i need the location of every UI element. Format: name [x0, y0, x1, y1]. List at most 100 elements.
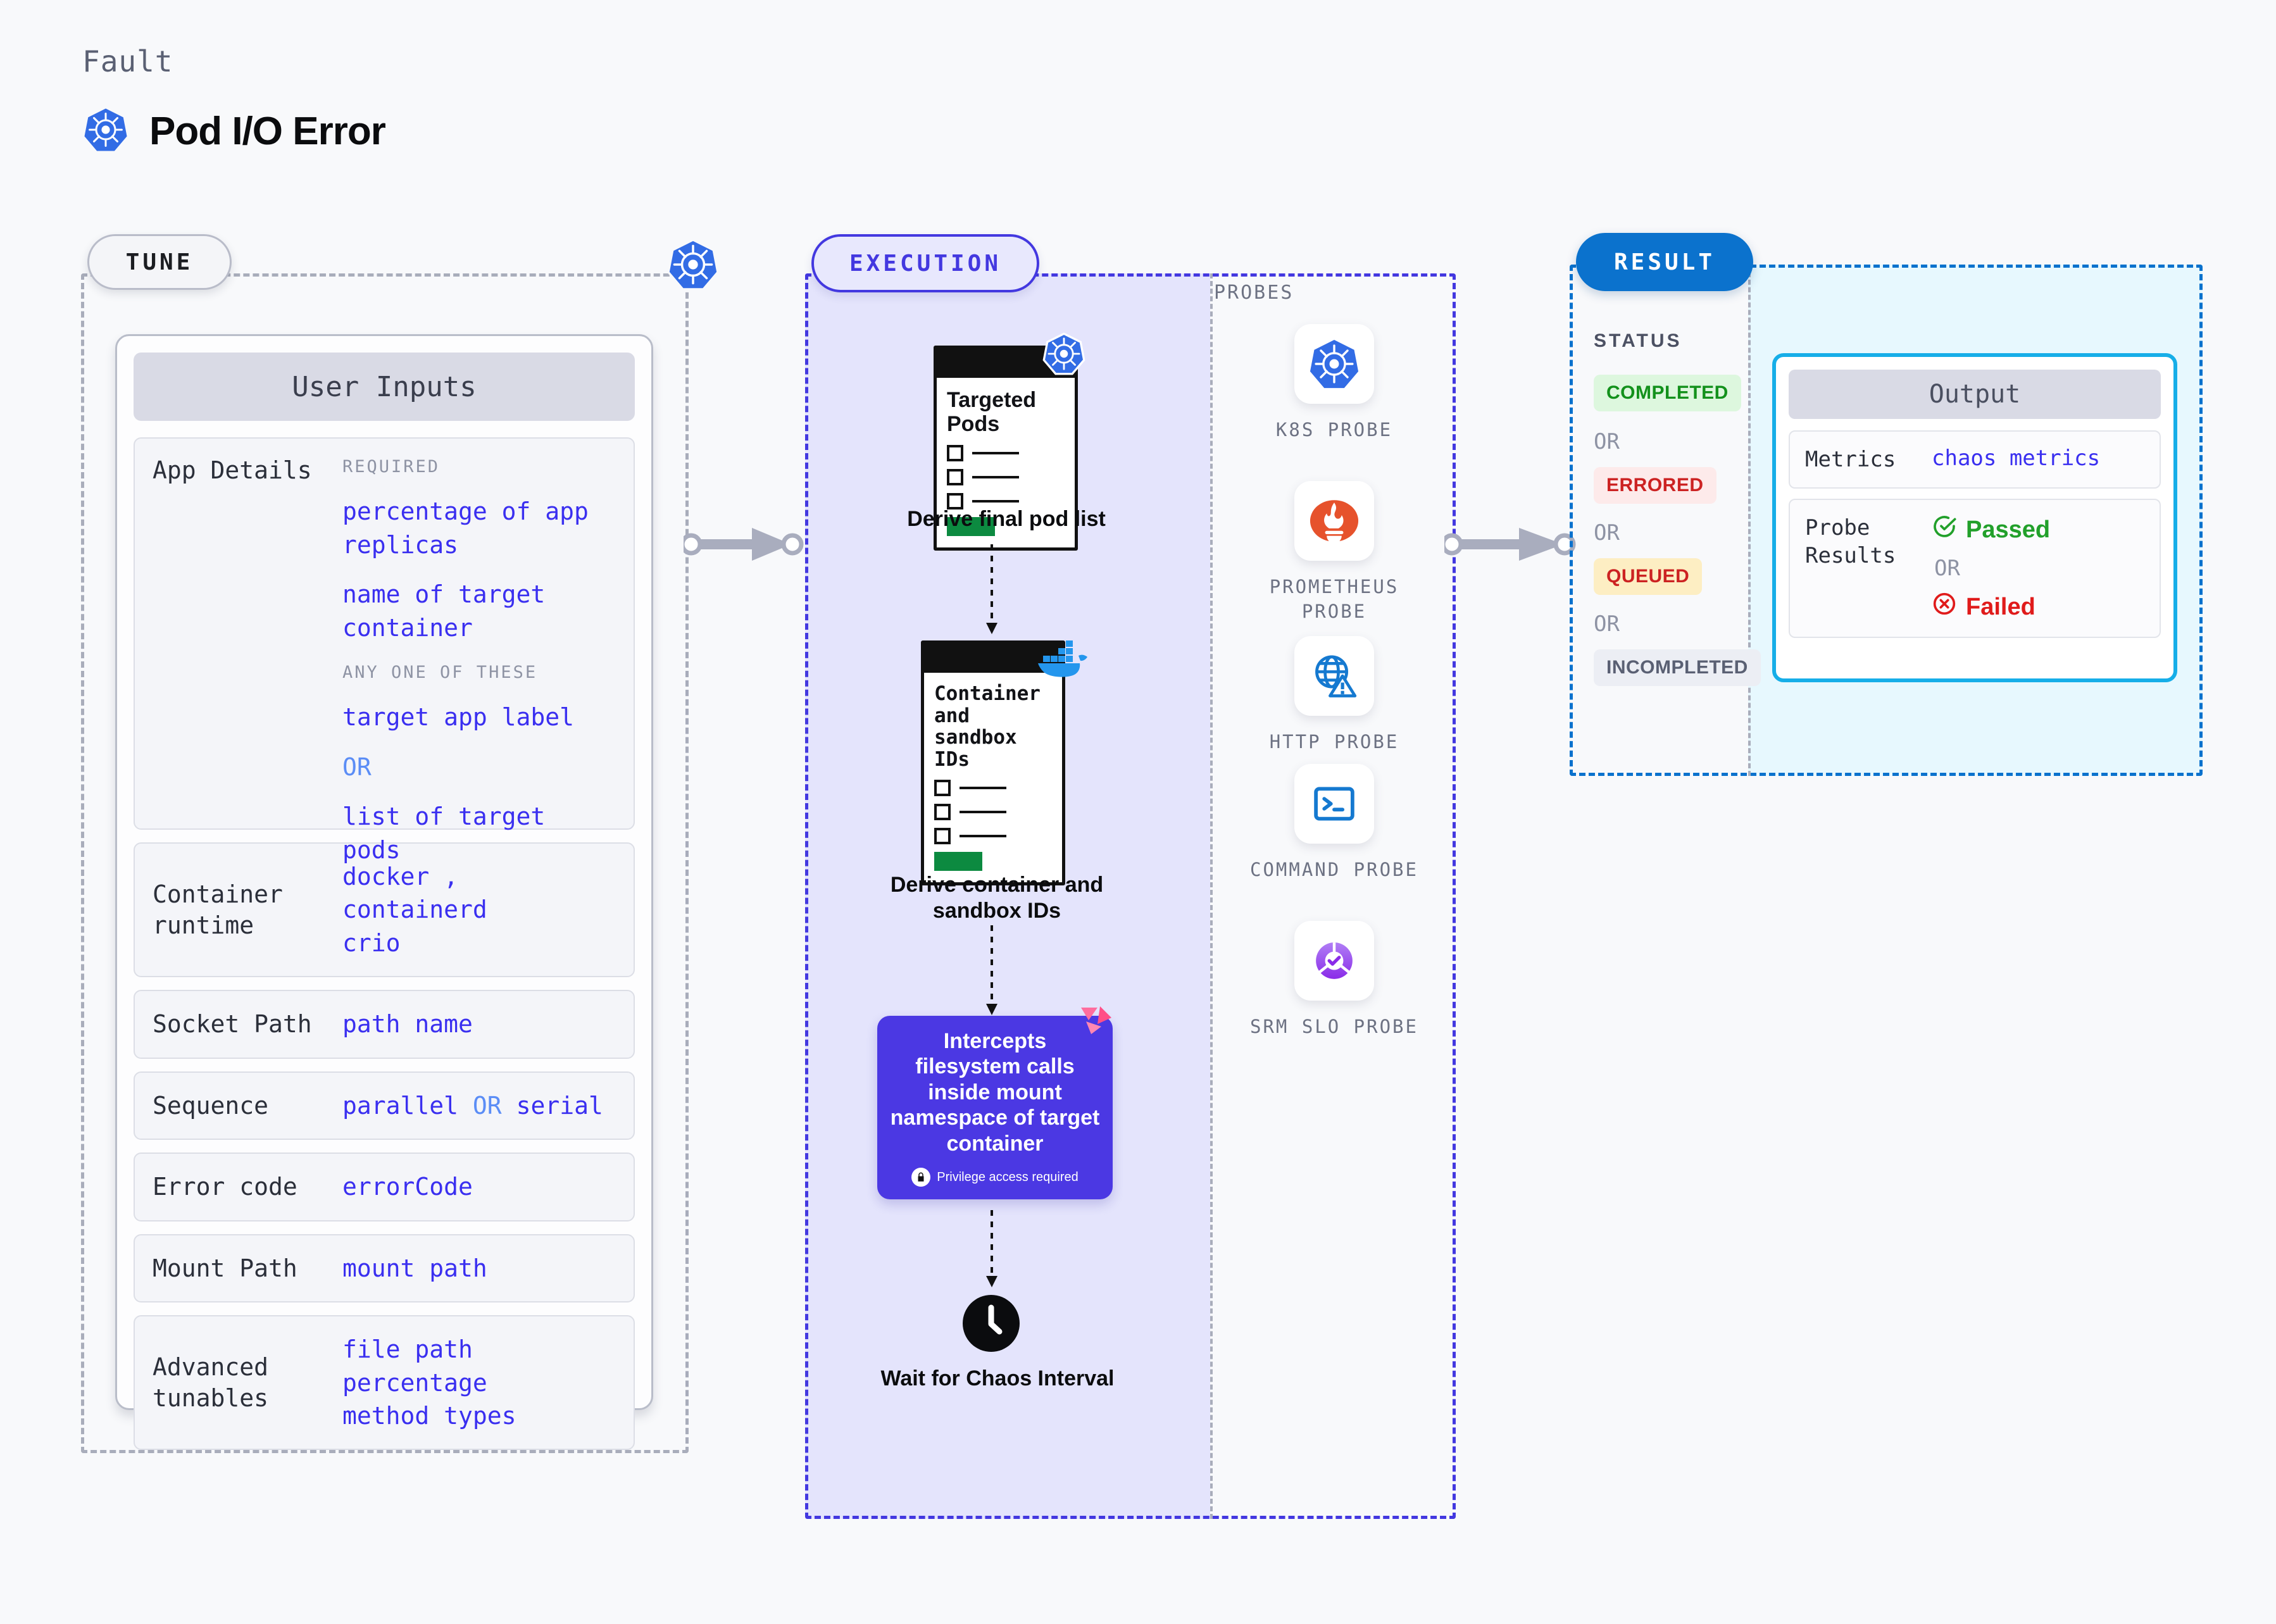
line-placeholder — [960, 834, 1006, 837]
chaos-action-text: Intercepts filesystem calls inside mount… — [890, 1028, 1100, 1156]
tune-pill: TUNE — [87, 234, 232, 290]
x-circle-icon — [1932, 591, 1957, 623]
value-line-2: crio — [342, 928, 401, 957]
probe-item-k8s[interactable]: K8S PROBE — [1239, 324, 1429, 442]
clock-icon — [963, 1295, 1020, 1352]
row-label: Advanced tunables — [153, 1353, 269, 1412]
value-any-2: list of target pods — [342, 803, 546, 864]
kubernetes-icon — [1042, 332, 1086, 376]
checkbox-icon — [934, 827, 951, 844]
checklist-item — [947, 469, 1065, 486]
or-separator: OR — [1934, 556, 1960, 582]
value-line-2: percentage — [342, 1368, 487, 1397]
probe-result-passed: Passed — [1932, 514, 2050, 546]
result-divider — [1748, 265, 1751, 776]
probe-label: HTTP PROBE — [1269, 731, 1399, 753]
or-separator: OR — [1594, 520, 1620, 546]
row-value: chaos metrics — [1932, 446, 2101, 471]
value-serial: serial — [516, 1091, 603, 1120]
any-one-hint: ANY ONE OF THESE — [342, 663, 538, 682]
value-any-1: target app label — [342, 703, 575, 732]
row-value: mount path — [342, 1254, 487, 1282]
probe-item-prometheus[interactable]: PROMETHEUS PROBE — [1239, 481, 1429, 624]
result-pill: RESULT — [1576, 233, 1753, 291]
prometheus-icon — [1294, 481, 1374, 561]
output-card: Output Metrics chaos metrics Probe Resul… — [1772, 353, 2177, 682]
status-bar — [934, 851, 982, 871]
output-row-probe-results[interactable]: Probe Results Passed OR — [1789, 499, 2161, 639]
probe-result-failed: Failed — [1932, 591, 2050, 623]
or-separator: OR — [342, 753, 372, 781]
connector-tune-to-execution — [684, 528, 804, 561]
status-badge-errored: ERRORED — [1594, 467, 1716, 504]
flow-arrow-3 — [986, 1210, 997, 1287]
execution-pill: EXECUTION — [811, 234, 1039, 292]
container-sandbox-card: Container and sandbox IDs — [921, 640, 1065, 885]
row-value: parallel OR serial — [342, 1089, 603, 1122]
card-title: Container and sandbox IDs — [934, 682, 1041, 771]
status-bar — [947, 517, 995, 537]
line-placeholder — [960, 810, 1006, 813]
kubernetes-icon — [666, 237, 720, 292]
value-line-3: method types — [342, 1401, 516, 1430]
flow-arrow-2 — [986, 925, 997, 1015]
line-placeholder — [972, 500, 1019, 503]
user-inputs-title: User Inputs — [134, 353, 635, 421]
input-row-error-code[interactable]: Error code errorCode — [134, 1152, 635, 1221]
probes-divider — [1210, 273, 1213, 1519]
privilege-note-text: Privilege access required — [937, 1170, 1079, 1184]
input-row-sequence[interactable]: Sequence parallel OR serial — [134, 1071, 635, 1140]
checklist-item — [934, 827, 1052, 844]
or-separator: OR — [472, 1091, 502, 1120]
row-label: Container runtime — [153, 880, 283, 939]
input-row-advanced-tunables[interactable]: Advanced tunables file path percentage m… — [134, 1315, 635, 1451]
or-separator: OR — [1594, 429, 1620, 454]
passed-label: Passed — [1966, 516, 2051, 543]
privilege-note: Privilege access required — [911, 1168, 1079, 1187]
line-placeholder — [960, 786, 1006, 789]
probe-item-command[interactable]: COMMAND PROBE — [1239, 764, 1429, 882]
flow-arrow-1 — [986, 544, 997, 634]
probe-label: SRM SLO PROBE — [1250, 1016, 1418, 1037]
globe-warning-icon — [1294, 636, 1374, 716]
line-placeholder — [972, 452, 1019, 455]
status-label: STATUS — [1594, 330, 1682, 351]
probe-item-srm-slo[interactable]: SRM SLO PROBE — [1239, 921, 1429, 1039]
failed-label: Failed — [1966, 593, 2035, 620]
status-badge-incompleted: INCOMPLETED — [1594, 649, 1761, 686]
input-row-socket-path[interactable]: Socket Path path name — [134, 990, 635, 1059]
probe-label: COMMAND PROBE — [1250, 859, 1418, 880]
kubernetes-icon — [1294, 324, 1374, 404]
targeted-pods-card: Targeted Pods — [934, 346, 1078, 551]
input-row-container-runtime[interactable]: Container runtime docker , containerd cr… — [134, 842, 635, 978]
checklist-item — [947, 493, 1065, 510]
checklist-item — [934, 803, 1052, 820]
status-badge-queued: QUEUED — [1594, 558, 1703, 595]
checkbox-icon — [947, 445, 963, 462]
row-label: Mount Path — [153, 1254, 297, 1282]
probe-result-values: Passed OR Failed — [1932, 514, 2050, 623]
row-label: Sequence — [153, 1091, 269, 1120]
row-label: Socket Path — [153, 1010, 312, 1039]
litmus-icon — [1076, 1005, 1115, 1044]
value-required-2: name of target container — [342, 580, 546, 642]
line-placeholder — [972, 476, 1019, 479]
terminal-icon — [1294, 764, 1374, 844]
row-value: file path percentage method types — [342, 1333, 516, 1432]
card-titlebar — [924, 644, 1062, 673]
tune-panel — [81, 273, 689, 1453]
srm-slo-icon — [1294, 921, 1374, 1001]
value-line-1: docker , containerd — [342, 863, 487, 924]
result-panel — [1570, 265, 2203, 776]
row-value: errorCode — [342, 1173, 473, 1201]
node-caption-1: Derive final pod list — [907, 507, 1106, 531]
input-row-app-details[interactable]: App Details REQUIRED percentage of app r… — [134, 437, 635, 864]
checkbox-icon — [947, 493, 963, 510]
checklist-item — [934, 779, 1052, 796]
card-title: Targeted Pods — [947, 388, 1037, 437]
probe-item-http[interactable]: HTTP PROBE — [1239, 636, 1429, 754]
input-row-mount-path[interactable]: Mount Path mount path — [134, 1234, 635, 1303]
output-row-metrics[interactable]: Metrics chaos metrics — [1789, 430, 2161, 489]
page-title: Pod I/O Error — [149, 109, 386, 153]
wait-caption: Wait for Chaos Interval — [880, 1366, 1115, 1390]
